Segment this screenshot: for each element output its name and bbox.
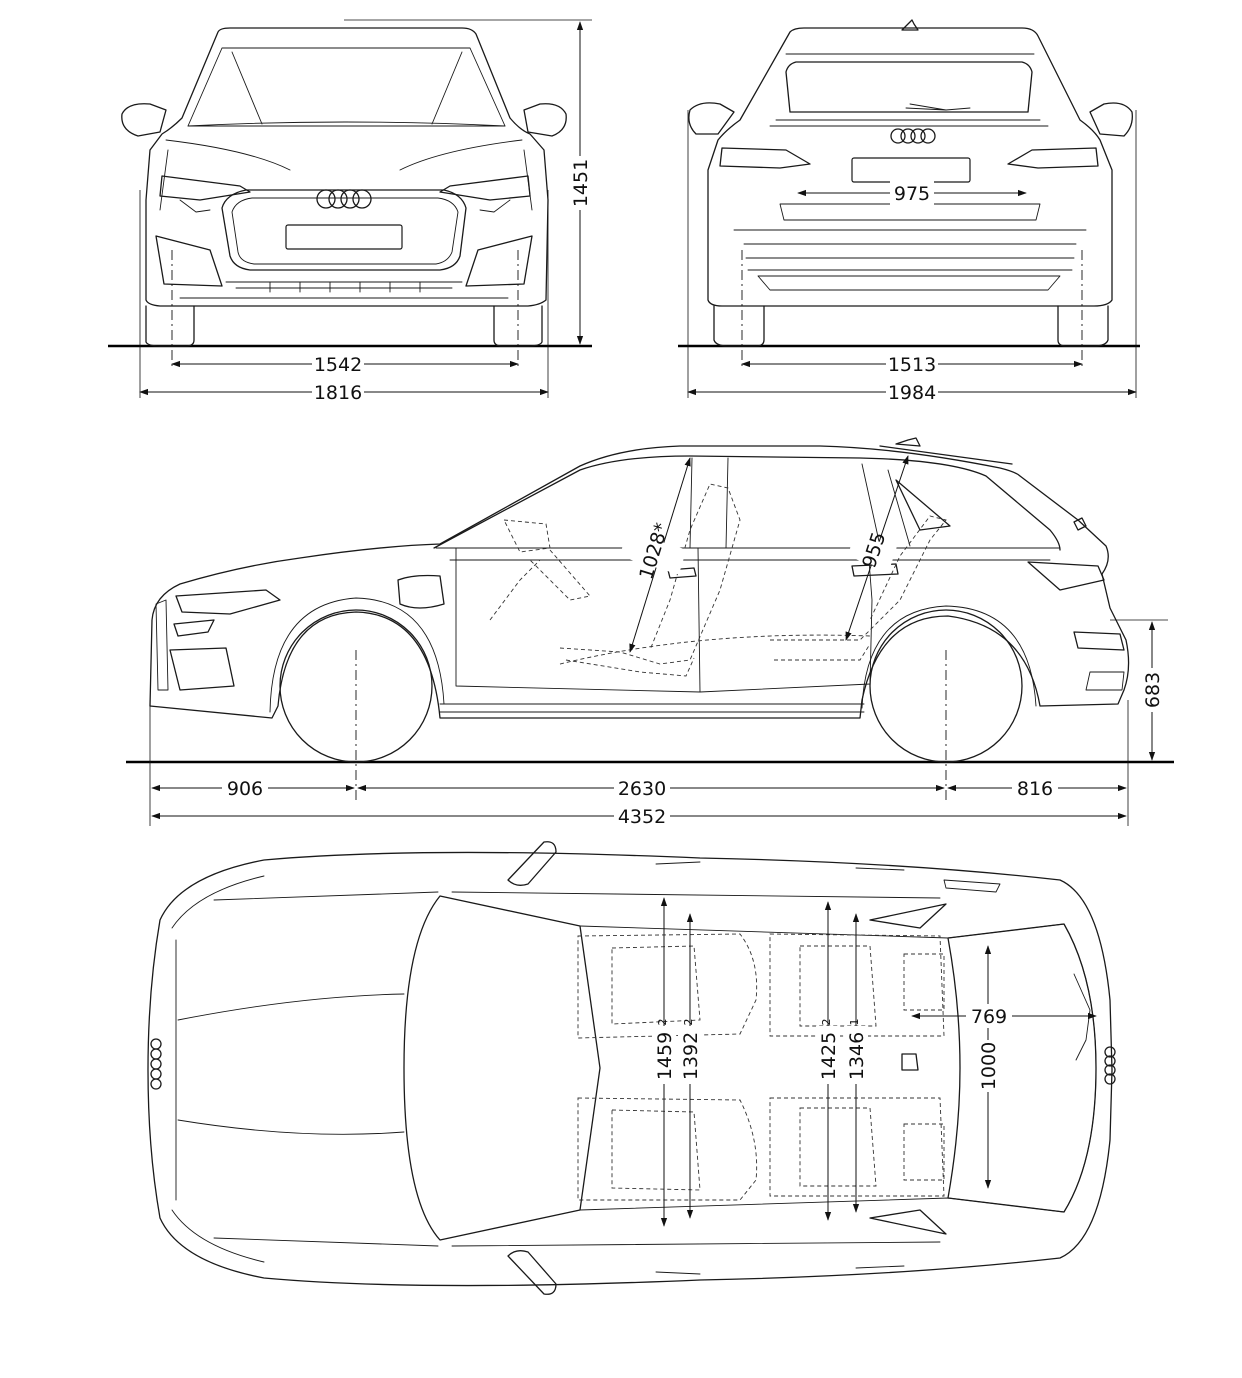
top-front-logo — [150, 1038, 162, 1090]
dim-length: 4352 — [151, 804, 1127, 828]
dim-trunk-width: 1000 — [976, 945, 1000, 1189]
rear-license-plate — [851, 157, 971, 183]
dim-front-elbow: 1392 2 — [678, 913, 702, 1219]
svg-text:1392: 1392 — [680, 1032, 702, 1080]
svg-text:906: 906 — [227, 778, 263, 800]
rear-wheel — [869, 609, 1023, 763]
front-view — [108, 19, 592, 398]
top-rear-logo — [1104, 1046, 1116, 1085]
dim-wheelbase: 2630 — [357, 776, 945, 800]
side-seat-outlines — [489, 483, 947, 677]
svg-text:683: 683 — [1142, 672, 1164, 708]
side-view — [126, 437, 1174, 826]
dim-trunk-opening: 975 — [797, 181, 1027, 205]
svg-text:4352: 4352 — [618, 806, 666, 828]
svg-text:1984: 1984 — [888, 382, 936, 404]
dim-rear-overhang: 816 — [947, 776, 1127, 800]
svg-text:1513: 1513 — [888, 354, 936, 376]
front-wheel — [279, 609, 433, 763]
svg-text:816: 816 — [1017, 778, 1053, 800]
top-view — [147, 841, 1116, 1295]
dim-rear-shoulder: 1425 2 — [816, 901, 840, 1221]
svg-text:1: 1 — [848, 1019, 861, 1026]
svg-text:769: 769 — [971, 1006, 1007, 1028]
svg-text:1425: 1425 — [818, 1032, 840, 1080]
svg-text:1459: 1459 — [654, 1032, 676, 1080]
svg-text:1000: 1000 — [978, 1042, 1000, 1090]
rear-view — [678, 19, 1140, 398]
dim-rear-elbow: 1346 1 — [844, 913, 868, 1213]
dim-body-width: 1816 — [139, 380, 549, 404]
svg-text:2630: 2630 — [618, 778, 666, 800]
dim-height: 1451 — [568, 21, 592, 345]
dim-rear-headroom: 955 — [845, 455, 909, 641]
svg-text:1346: 1346 — [846, 1032, 868, 1080]
dim-loading-sill: 683 — [1140, 621, 1164, 761]
svg-text:2: 2 — [656, 1019, 669, 1026]
svg-text:2: 2 — [820, 1019, 833, 1026]
dim-front-overhang: 906 — [151, 776, 355, 800]
svg-text:1816: 1816 — [314, 382, 362, 404]
front-license-plate — [285, 224, 403, 250]
svg-text:975: 975 — [894, 183, 930, 205]
svg-text:1542: 1542 — [314, 354, 362, 376]
top-seat-outlines — [577, 933, 945, 1201]
dim-front-headroom: 1028* — [619, 457, 691, 653]
dim-front-track: 1542 — [171, 352, 519, 376]
svg-text:1451: 1451 — [570, 159, 592, 207]
dim-front-shoulder: 1459 2 — [652, 897, 676, 1227]
dim-width-mirrors: 1984 — [687, 380, 1137, 404]
front-brand-logo — [316, 189, 372, 209]
dim-rear-track: 1513 — [741, 352, 1083, 376]
svg-text:2: 2 — [682, 1019, 695, 1026]
rear-brand-logo — [890, 128, 936, 144]
dim-trunk-length: 769 — [911, 1004, 1097, 1028]
